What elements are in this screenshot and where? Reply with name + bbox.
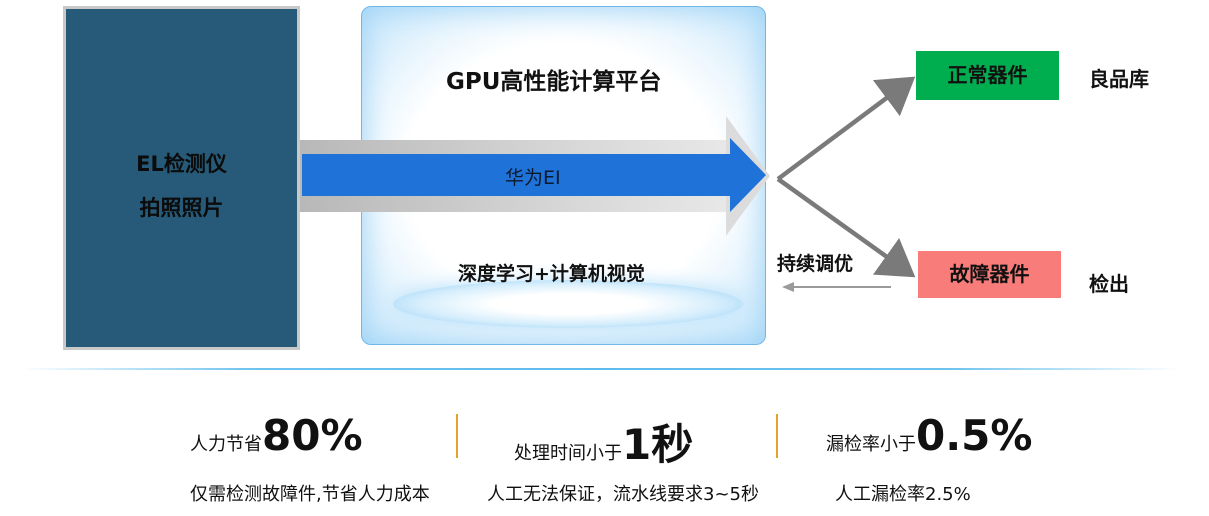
huawei-ei-arrow [302,154,732,196]
section-divider [20,368,1180,370]
stat-miss-prefix: 漏检率小于 [826,434,916,455]
to-normal-arrow [776,76,916,181]
stat-time-prefix: 处理时间小于 [514,443,622,464]
stat-time-value: 1秒 [622,420,694,469]
detected-label: 检出 [1089,272,1129,296]
feedback-label: 持续调优 [777,253,854,275]
stat-time: 处理时间小于1秒 [514,411,693,472]
el-detector-box: EL检测仪 拍照照片 [63,6,300,350]
photo-label: 拍照照片 [139,196,224,220]
good-warehouse-label: 良品库 [1089,67,1149,91]
stat-labor-prefix: 人力节省 [190,434,262,455]
feedback-arrow-head [782,282,794,292]
glow-disc [393,280,743,328]
huawei-ei-arrow-head [730,138,766,212]
to-fault-arrow [776,177,916,278]
stat-labor: 人力节省80% [190,411,363,460]
stat-miss-desc: 人工漏检率2.5% [835,484,971,505]
stat-divider [456,414,458,458]
el-detector-label: EL检测仪 [136,152,227,176]
huawei-ei-label: 华为EI [505,167,561,189]
stat-time-desc: 人工无法保证，流水线要求3~5秒 [487,484,759,505]
stat-miss: 漏检率小于0.5% [826,411,1032,460]
platform-subtitle: 深度学习+计算机视觉 [458,263,645,285]
platform-title: GPU高性能计算平台 [446,69,662,95]
stat-miss-value: 0.5% [916,411,1033,460]
stat-labor-desc: 仅需检测故障件,节省人力成本 [190,484,430,505]
fault-device-badge: 故障器件 [918,251,1061,298]
stat-divider [776,414,778,458]
stat-labor-value: 80% [262,411,363,460]
normal-device-badge: 正常器件 [916,51,1059,100]
branch-arrows [776,76,916,292]
